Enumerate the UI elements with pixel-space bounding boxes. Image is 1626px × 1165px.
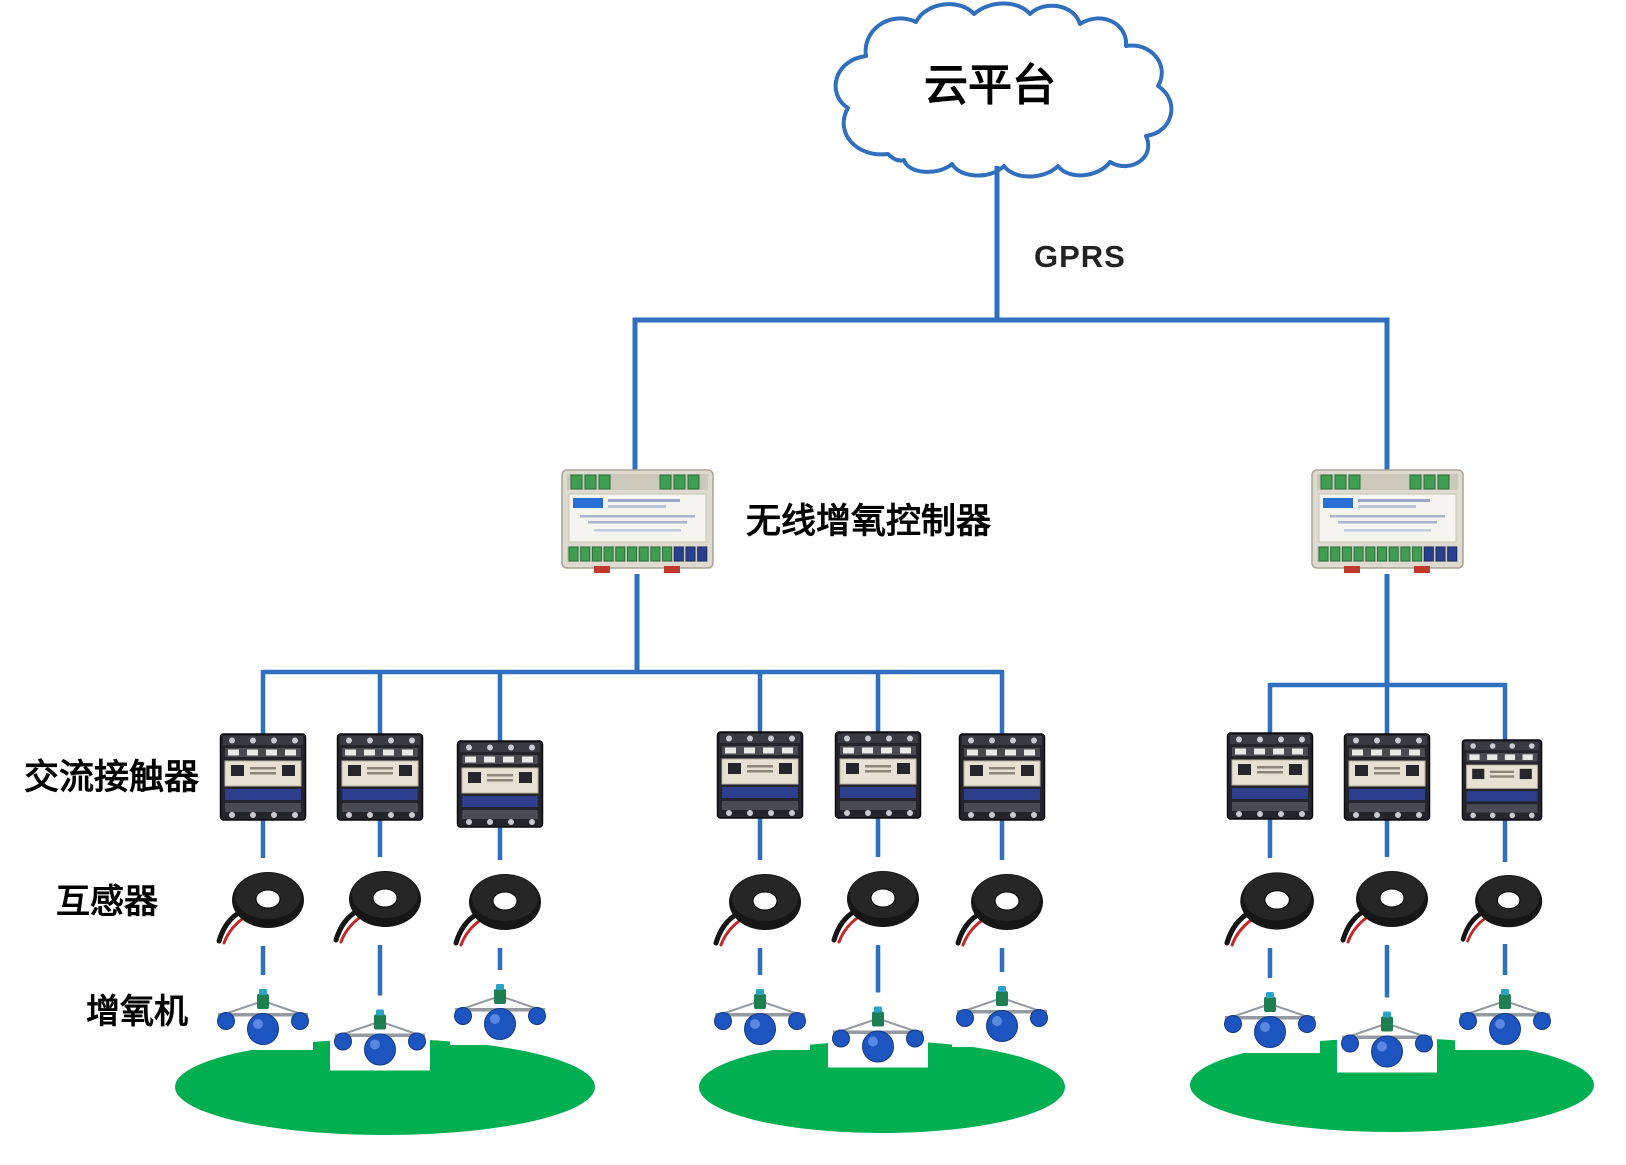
ac-contactor-icon <box>219 733 307 821</box>
ac-contactor-icon <box>1343 733 1431 821</box>
pond-ellipse <box>1190 1038 1594 1132</box>
pond-shapes <box>175 1038 1594 1135</box>
current-transformer-icon <box>1339 857 1435 945</box>
current-transformer-icon <box>452 860 548 948</box>
gprs-link-label: GPRS <box>1034 239 1126 274</box>
aerator-icon <box>1455 975 1555 1050</box>
cloud-platform-label: 云平台 <box>924 61 1056 110</box>
current-transformer-icon <box>1223 858 1321 948</box>
connector-lines <box>260 166 1508 1008</box>
ac-contactor-icon <box>1461 739 1543 821</box>
current-transformer-icon <box>954 860 1050 948</box>
aerator-icon <box>330 994 430 1072</box>
current-transformer-icon <box>1459 862 1548 944</box>
ac-contactor-icon <box>834 731 922 819</box>
ac-contactor-icon <box>1226 732 1314 820</box>
ac-contactor-icon <box>716 731 804 819</box>
ac-contactor-icon <box>336 733 424 821</box>
current-transformer-icon <box>215 858 311 946</box>
ac-contactor-icon <box>958 733 1046 821</box>
current-transformer-icon <box>712 860 808 948</box>
aerator-icon <box>710 975 810 1050</box>
transformer-row-label: 互感器 <box>56 883 158 921</box>
contactor-row-label: 交流接触器 <box>24 758 200 797</box>
controller-label: 无线增氧控制器 <box>746 502 992 541</box>
wireless-aeration-controller-device <box>1311 469 1464 574</box>
aerator-icon <box>1220 978 1320 1053</box>
aerator-row-label: 增氧机 <box>86 993 188 1031</box>
wireless-aeration-controller-device <box>561 469 714 574</box>
ac-contactor-icon <box>456 740 544 828</box>
aerator-icon <box>1337 996 1437 1074</box>
aerator-icon <box>213 975 313 1050</box>
aerator-icon <box>952 972 1052 1047</box>
aerator-icon <box>828 991 928 1069</box>
pond-ellipse <box>175 1039 595 1135</box>
cloud-shape <box>833 1 1174 179</box>
aerator-icon <box>450 970 550 1045</box>
pond-ellipse <box>699 1041 1065 1133</box>
current-transformer-icon <box>830 857 926 945</box>
current-transformer-icon <box>332 857 428 945</box>
